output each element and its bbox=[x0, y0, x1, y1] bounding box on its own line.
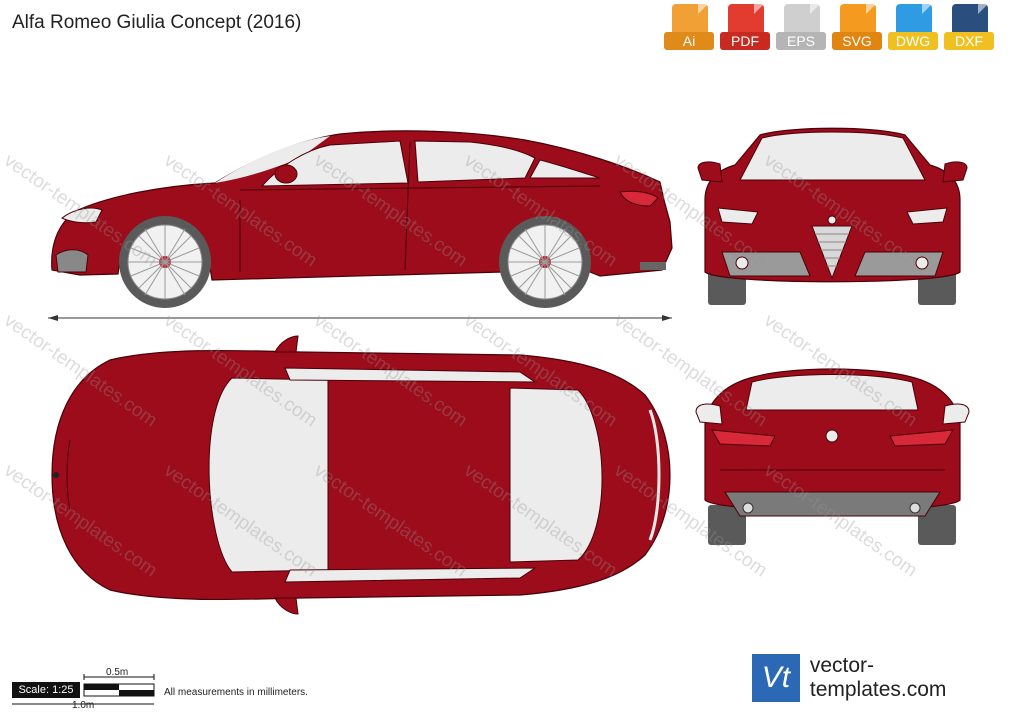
top-side-glass-upper bbox=[284, 367, 537, 383]
rear-exhaust-right bbox=[909, 502, 921, 514]
rear-view bbox=[695, 368, 970, 545]
side-view bbox=[51, 130, 673, 308]
rear-right-tire bbox=[918, 505, 956, 545]
front-intake-left bbox=[721, 251, 811, 277]
measurement-note: All measurements in millimeters. bbox=[164, 687, 308, 698]
front-badge bbox=[827, 215, 837, 225]
front-shield-grille bbox=[811, 225, 853, 280]
rear-diffuser bbox=[724, 491, 941, 517]
rear-exhaust-left bbox=[742, 502, 754, 514]
format-download-icons: Ai PDF EPS SVG DWG DXF bbox=[664, 4, 994, 56]
top-side-glass-lower bbox=[284, 567, 537, 583]
eps-format-icon[interactable]: EPS bbox=[776, 4, 826, 56]
dxf-format-icon[interactable]: DXF bbox=[944, 4, 994, 56]
dwg-format-icon[interactable]: DWG bbox=[888, 4, 938, 56]
side-roof-glass-edge bbox=[215, 136, 330, 183]
rear-left-tire bbox=[708, 505, 746, 545]
rear-badge bbox=[825, 429, 839, 443]
side-taillight bbox=[619, 190, 659, 207]
length-dimension-line bbox=[48, 315, 672, 321]
scale-label: Scale: 1:25 bbox=[12, 682, 80, 698]
front-windshield bbox=[739, 131, 926, 181]
front-headlight-left bbox=[717, 207, 759, 225]
svg-format-label: SVG bbox=[832, 32, 882, 50]
svg-format-icon[interactable]: SVG bbox=[832, 4, 882, 56]
rear-window bbox=[745, 374, 919, 411]
side-rear-quarter-window bbox=[529, 159, 601, 179]
ai-format-label: Ai bbox=[664, 32, 714, 50]
rear-mirror-left bbox=[695, 403, 723, 425]
front-headlight-right bbox=[906, 207, 948, 225]
top-rear-window bbox=[509, 387, 603, 563]
brand-name: vector-templates.com bbox=[809, 654, 947, 701]
side-mirror bbox=[274, 164, 298, 184]
brand-footer[interactable]: Vt vector-templates.com bbox=[752, 654, 1010, 702]
rear-mirror-right bbox=[942, 403, 970, 425]
front-intake-right bbox=[854, 251, 944, 277]
page-title: Alfa Romeo Giulia Concept (2016) bbox=[12, 12, 302, 33]
top-mirror-left bbox=[274, 335, 299, 353]
side-front-grille-vent bbox=[55, 249, 89, 273]
scale-full-meter-label: 1.0m bbox=[72, 700, 95, 711]
pdf-format-icon[interactable]: PDF bbox=[720, 4, 770, 56]
pdf-format-label: PDF bbox=[720, 32, 770, 50]
vt-logo-icon: Vt bbox=[752, 654, 800, 702]
dxf-format-label: DXF bbox=[944, 32, 994, 50]
top-mirror-right bbox=[274, 597, 299, 615]
side-front-window bbox=[260, 140, 409, 187]
rear-taillight-right bbox=[889, 429, 954, 447]
side-headlight bbox=[61, 207, 103, 224]
rear-taillight-left bbox=[711, 429, 776, 447]
front-mirror-left bbox=[697, 161, 723, 183]
dwg-format-label: DWG bbox=[888, 32, 938, 50]
side-rear-window bbox=[414, 140, 536, 183]
eps-format-label: EPS bbox=[776, 32, 826, 50]
front-view bbox=[697, 127, 968, 305]
scale-half-meter-label: 0.5m bbox=[106, 667, 129, 678]
top-windshield bbox=[208, 377, 329, 573]
scale-bar bbox=[12, 674, 155, 705]
ai-format-icon[interactable]: Ai bbox=[664, 4, 714, 56]
front-mirror-right bbox=[942, 161, 968, 183]
top-view bbox=[51, 335, 671, 615]
